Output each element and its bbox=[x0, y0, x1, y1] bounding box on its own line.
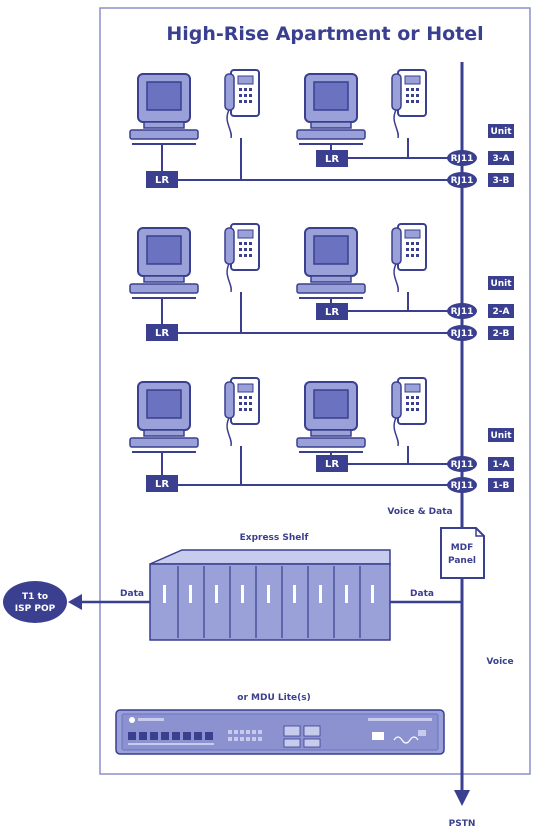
computer-icon bbox=[129, 73, 199, 145]
lr-label: LR bbox=[155, 479, 169, 490]
jack-label: RJ11 bbox=[451, 176, 474, 186]
t1-label: T1 to bbox=[22, 592, 48, 602]
unit-tag-label: 1-A bbox=[493, 460, 510, 470]
unit-tag-label: Unit bbox=[490, 431, 512, 441]
diagram-title: High-Rise Apartment or Hotel bbox=[166, 23, 483, 45]
rj11-jack bbox=[447, 325, 477, 341]
unit-tag-label: Unit bbox=[490, 127, 512, 137]
data-right-label: Data bbox=[410, 589, 434, 599]
rj11-jack bbox=[447, 456, 477, 472]
unit-tag bbox=[488, 457, 514, 471]
computer-icon bbox=[296, 73, 366, 145]
rj11-jack bbox=[447, 172, 477, 188]
unit-tag-label: 2-B bbox=[493, 329, 510, 339]
unit-tag bbox=[488, 173, 514, 187]
floor-3: LR LR RJ11 RJ11 Unit 3-A 3-B bbox=[129, 69, 514, 188]
jack-label: RJ11 bbox=[451, 307, 474, 317]
jack-label: RJ11 bbox=[451, 481, 474, 491]
unit-tag bbox=[488, 478, 514, 492]
lr-box bbox=[316, 303, 348, 320]
isp-pop-node bbox=[3, 581, 67, 623]
mdf-panel: MDF Panel bbox=[440, 527, 485, 579]
floor-2: LR LR RJ11 RJ11 Unit 2-A 2-B bbox=[129, 223, 514, 341]
unit-tag-label: 1-B bbox=[493, 481, 510, 491]
unit-tag-label: 3-A bbox=[493, 154, 510, 164]
pstn-label: PSTN bbox=[449, 819, 476, 829]
data-left-label: Data bbox=[120, 589, 144, 599]
unit-tag bbox=[488, 326, 514, 340]
lr-label: LR bbox=[325, 459, 339, 470]
voice-data-label: Voice & Data bbox=[387, 507, 452, 517]
unit-tag bbox=[488, 276, 514, 290]
jack-label: RJ11 bbox=[451, 460, 474, 470]
floor-1: LR LR RJ11 RJ11 Unit 1-A 1-B bbox=[129, 377, 514, 493]
unit-tag bbox=[488, 124, 514, 138]
jack-label: RJ11 bbox=[451, 329, 474, 339]
lr-box bbox=[146, 324, 178, 341]
computer-icon bbox=[129, 227, 199, 299]
data-left-arrow bbox=[68, 594, 82, 610]
lr-label: LR bbox=[325, 307, 339, 318]
lr-label: LR bbox=[155, 175, 169, 186]
computer-icon bbox=[296, 381, 366, 453]
express-shelf bbox=[149, 549, 391, 641]
unit-tag bbox=[488, 428, 514, 442]
unit-tag-label: 2-A bbox=[493, 307, 510, 317]
unit-tag bbox=[488, 304, 514, 318]
isp-pop-label: ISP POP bbox=[15, 604, 56, 614]
lr-box bbox=[146, 171, 178, 188]
mdu-lite-device bbox=[115, 709, 445, 755]
mdu-lite-label: or MDU Lite(s) bbox=[237, 693, 310, 703]
lr-label: LR bbox=[325, 154, 339, 165]
pstn-arrow bbox=[454, 790, 470, 806]
rj11-jack bbox=[447, 150, 477, 166]
lr-box bbox=[146, 475, 178, 492]
lr-box bbox=[316, 455, 348, 472]
computer-icon bbox=[296, 227, 366, 299]
lr-label: LR bbox=[155, 328, 169, 339]
express-shelf-label: Express Shelf bbox=[240, 533, 309, 543]
unit-tag bbox=[488, 151, 514, 165]
voice-label: Voice bbox=[486, 657, 513, 667]
lr-box bbox=[316, 150, 348, 167]
mdf-label: MDF bbox=[451, 543, 474, 553]
rj11-jack bbox=[447, 303, 477, 319]
rj11-jack bbox=[447, 477, 477, 493]
unit-tag-label: Unit bbox=[490, 279, 512, 289]
unit-tag-label: 3-B bbox=[493, 176, 510, 186]
mdf-label-panel: Panel bbox=[448, 556, 476, 566]
computer-icon bbox=[129, 381, 199, 453]
jack-label: RJ11 bbox=[451, 154, 474, 164]
